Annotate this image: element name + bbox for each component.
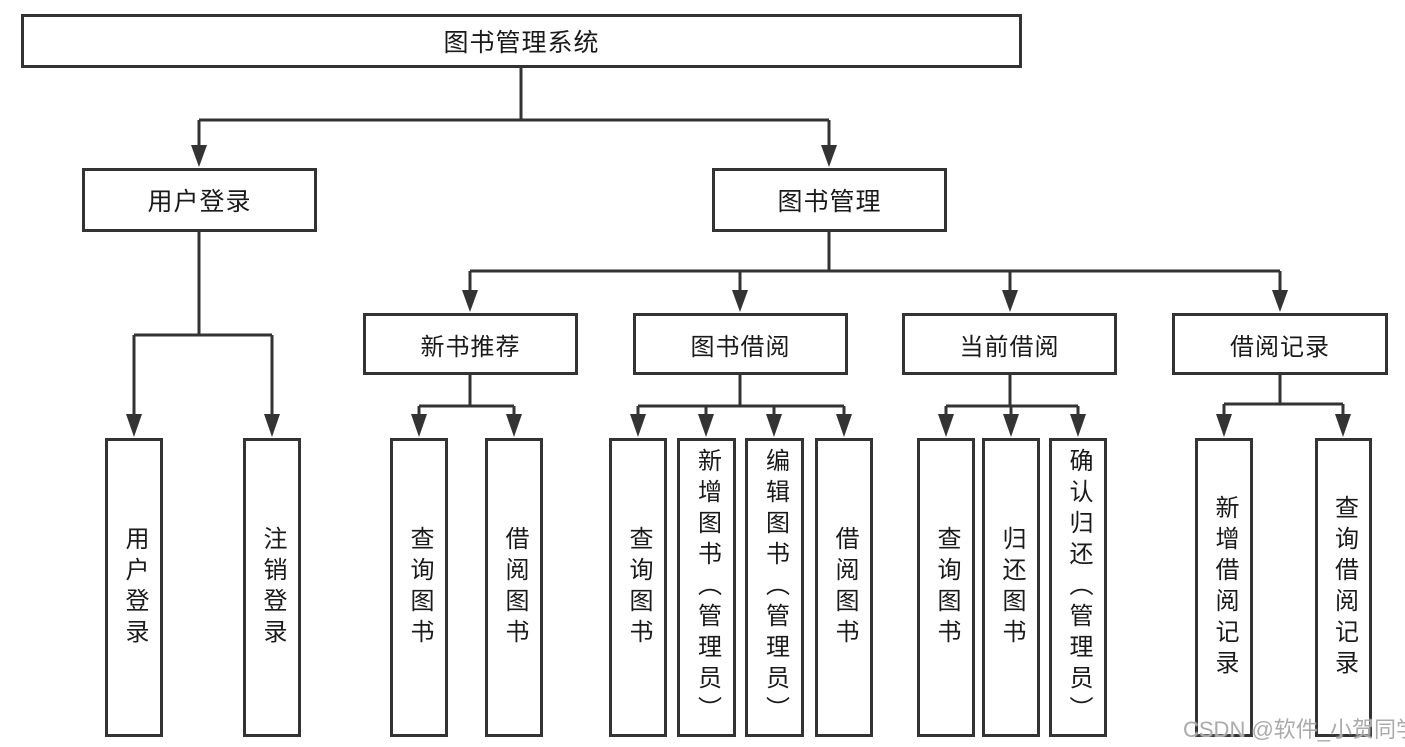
node-user-login: 用户登录 — [82, 168, 317, 232]
node-current-borrow-label: 当前借阅 — [959, 333, 1060, 361]
arrow-down-icon — [938, 414, 954, 437]
arrow-down-icon — [191, 145, 207, 167]
node-borrow-records: 借阅记录 — [1172, 313, 1388, 375]
arrow-down-icon — [1335, 414, 1351, 437]
node-book-borrow-label: 图书借阅 — [690, 333, 791, 361]
leaf-edit-books-admin: 编辑图书（管理员） — [745, 438, 804, 737]
node-user-login-label: 用户登录 — [147, 188, 252, 216]
leaf-add-books-admin-label: 新增图书（管理员） — [693, 448, 721, 727]
arrow-down-icon — [411, 414, 427, 437]
leaf-borrow-books-borrow-label: 借阅图书 — [831, 525, 858, 650]
node-root: 图书管理系统 — [21, 14, 1022, 68]
arrow-down-icon — [836, 414, 852, 437]
leaf-borrow-books-borrow: 借阅图书 — [815, 438, 873, 737]
leaf-logout-login: 注销登录 — [243, 438, 301, 737]
arrow-down-icon — [264, 414, 280, 437]
leaf-add-borrow-record: 新增借阅记录 — [1195, 438, 1253, 737]
watermark: CSDN @软件_小贺同学 — [1183, 717, 1405, 742]
leaf-borrow-books-recommend-label: 借阅图书 — [501, 525, 528, 650]
node-borrow-records-label: 借阅记录 — [1230, 333, 1330, 361]
arrow-down-icon — [1070, 414, 1086, 437]
arrow-down-icon — [1003, 414, 1019, 437]
leaf-logout-login-label: 注销登录 — [259, 525, 286, 650]
arrow-down-icon — [630, 414, 646, 437]
leaf-query-books-borrow: 查询图书 — [609, 438, 667, 737]
arrow-down-icon — [506, 414, 522, 437]
leaf-user-login: 用户登录 — [105, 438, 163, 737]
arrow-down-icon — [462, 290, 478, 312]
leaf-return-books-label: 归还图书 — [998, 525, 1025, 650]
arrow-down-icon — [732, 290, 748, 312]
node-new-book-recommend-label: 新书推荐 — [420, 333, 521, 361]
leaf-add-borrow-record-label: 新增借阅记录 — [1211, 494, 1238, 681]
arrow-down-icon — [1272, 290, 1288, 312]
leaf-return-books: 归还图书 — [982, 438, 1040, 737]
arrow-down-icon — [1216, 414, 1232, 437]
node-book-management-label: 图书管理 — [777, 188, 882, 216]
leaf-user-login-label: 用户登录 — [121, 525, 148, 650]
leaf-query-borrow-record-label: 查询借阅记录 — [1330, 494, 1358, 681]
arrow-down-icon — [766, 414, 782, 437]
node-current-borrow: 当前借阅 — [902, 313, 1117, 375]
arrow-down-icon — [126, 414, 142, 437]
leaf-confirm-return-admin: 确认归还（管理员） — [1049, 438, 1107, 737]
leaf-borrow-books-recommend: 借阅图书 — [485, 438, 543, 737]
arrow-down-icon — [1002, 290, 1018, 312]
arrow-down-icon — [821, 145, 837, 167]
arrow-down-icon — [698, 414, 714, 437]
leaf-confirm-return-admin-label: 确认归还（管理员） — [1065, 448, 1092, 727]
node-book-borrow: 图书借阅 — [633, 313, 848, 375]
leaf-query-borrow-record: 查询借阅记录 — [1315, 438, 1372, 737]
node-root-label: 图书管理系统 — [443, 29, 600, 57]
node-new-book-recommend: 新书推荐 — [363, 313, 578, 375]
leaf-query-books-borrow-label: 查询图书 — [625, 525, 652, 650]
leaf-query-books-recommend-label: 查询图书 — [406, 525, 433, 650]
leaf-add-books-admin: 新增图书（管理员） — [677, 438, 736, 737]
leaf-query-books-current-label: 查询图书 — [933, 525, 960, 650]
leaf-query-books-recommend: 查询图书 — [390, 438, 448, 737]
leaf-edit-books-admin-label: 编辑图书（管理员） — [761, 448, 789, 727]
node-book-management: 图书管理 — [712, 168, 947, 232]
leaf-query-books-current: 查询图书 — [917, 438, 975, 737]
